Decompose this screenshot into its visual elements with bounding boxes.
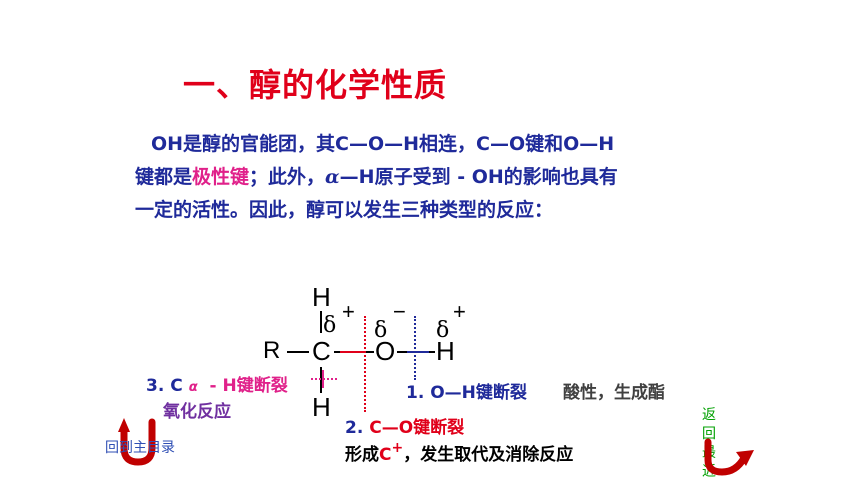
molecule-r: R bbox=[263, 337, 281, 364]
bond-c-h-top bbox=[320, 311, 322, 333]
molecule-o: O bbox=[375, 336, 396, 366]
molecule-c: C bbox=[312, 336, 331, 366]
break-line-ch-vertical bbox=[322, 370, 324, 388]
intro-line-2-text-c: —H原子受到 - OH的影响也具有 bbox=[339, 166, 618, 188]
alpha-symbol: α bbox=[325, 166, 340, 188]
molecule-h-right: H bbox=[436, 336, 455, 366]
charge-minus-o: − bbox=[393, 299, 406, 324]
u-turn-arrow-right-icon bbox=[704, 438, 754, 476]
break-2-result-b: ，发生取代及消除反应 bbox=[403, 445, 574, 465]
break-2-label: 2. C—O键断裂 bbox=[345, 413, 464, 438]
break-2-result-c: C bbox=[379, 445, 392, 465]
back-to-toc-button[interactable] bbox=[118, 408, 162, 472]
break-1-label: 1. O—H键断裂 bbox=[406, 383, 527, 403]
charge-plus-c: + bbox=[342, 299, 355, 324]
intro-paragraph: OH是醇的官能团，其C—O—H相连，C—O键和O—H 键都是极性键；此外，α—H… bbox=[135, 128, 735, 227]
delta-o: δ bbox=[374, 318, 388, 343]
intro-line-3-text: 一定的活性。因此，醇可以发生三种类型的反应： bbox=[135, 199, 554, 221]
break-1-result: 酸性，生成酯 bbox=[563, 383, 665, 403]
intro-line-2: 键都是极性键；此外，α—H原子受到 - OH的影响也具有 bbox=[135, 161, 735, 194]
break-2-text: C—O键断裂 bbox=[369, 418, 465, 438]
break-line-co-vertical bbox=[364, 316, 366, 412]
break-line-oh-horizontal bbox=[407, 351, 429, 353]
page-title: 一、醇的化学性质 bbox=[183, 66, 448, 104]
break-3-label: 3. C α - H键断裂 bbox=[146, 371, 288, 396]
back-recent-button[interactable] bbox=[702, 438, 758, 482]
break-3-result: 氧化反应 bbox=[163, 402, 231, 422]
break-3-text: - H键断裂 bbox=[203, 376, 288, 396]
intro-line-3: 一定的活性。因此，醇可以发生三种类型的反应： bbox=[135, 194, 735, 227]
break-3-prefix: 3. C bbox=[146, 376, 183, 396]
molecule-h-top: H bbox=[312, 282, 331, 312]
break-line-co-horizontal bbox=[340, 351, 364, 353]
break-line-oh-vertical bbox=[414, 316, 416, 380]
intro-line-2-text-b: ；此外， bbox=[249, 166, 326, 188]
break-2-result-plus: + bbox=[391, 440, 404, 456]
break-2-prefix: 2. bbox=[345, 418, 370, 438]
delta-h: δ bbox=[436, 318, 450, 343]
delta-c: δ bbox=[323, 313, 337, 338]
break-2-result: 形成C+，发生取代及消除反应 bbox=[345, 440, 573, 465]
charge-plus-h: + bbox=[453, 299, 466, 324]
molecule-h-bottom: H bbox=[312, 392, 331, 422]
break-3-alpha: α bbox=[188, 380, 198, 395]
polar-bond-highlight: 极性键 bbox=[192, 166, 250, 188]
break-2-result-a: 形成 bbox=[345, 445, 379, 465]
u-turn-arrow-left-icon bbox=[118, 418, 156, 466]
back-to-toc-link[interactable]: 回到主目录 bbox=[105, 440, 175, 456]
intro-line-1: OH是醇的官能团，其C—O—H相连，C—O键和O—H bbox=[135, 128, 735, 161]
break-line-ch-horizontal bbox=[311, 378, 337, 380]
intro-line-2-text-a: 键都是 bbox=[135, 166, 193, 188]
bond-c-h-bottom bbox=[320, 367, 322, 393]
intro-line-1-text: OH是醇的官能团，其C—O—H相连，C—O键和O—H bbox=[151, 133, 615, 155]
bond-r-c bbox=[287, 351, 309, 353]
